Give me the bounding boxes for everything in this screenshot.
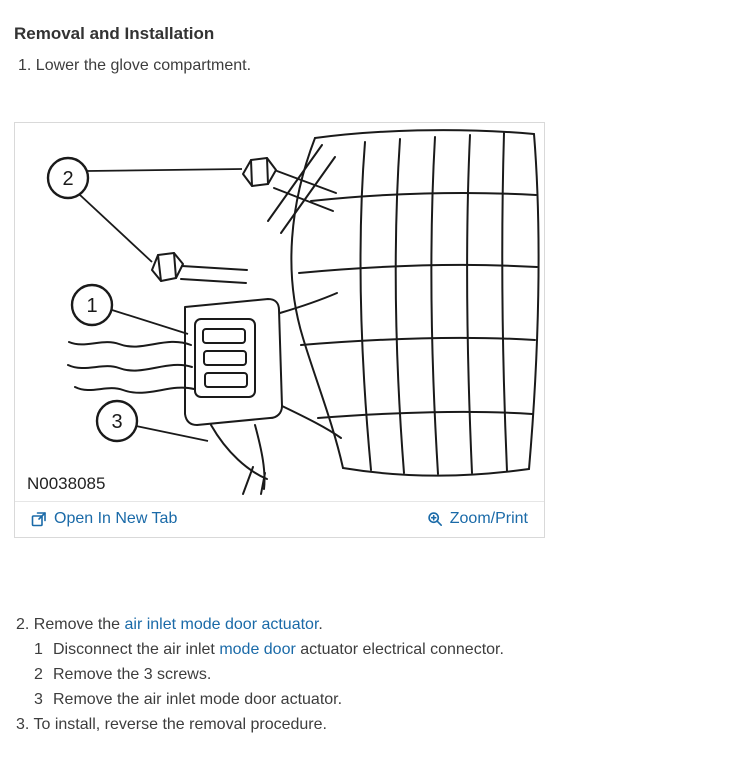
callout-circle-1 [70, 283, 114, 327]
step-2-sub-3: 3 Remove the air inlet mode door actuator… [16, 687, 735, 712]
callout-label-2: 2 [62, 168, 73, 190]
duct-and-bolts [151, 157, 337, 284]
figure-part-number: N0038085 [27, 474, 105, 493]
open-in-new-tab-label: Open In New Tab [54, 510, 178, 527]
step-3: 3. To install, reverse the removal proce… [16, 716, 327, 733]
figure-panel: 2 1 3 N0038085 Open In New Tab [14, 122, 545, 538]
callout-circle-3 [95, 399, 139, 443]
sub-1-text-pre: Disconnect the air inlet [53, 641, 220, 658]
figure-image: 2 1 3 N0038085 [27, 129, 540, 495]
step-2-sub-2: 2 Remove the 3 screws. [16, 662, 735, 687]
zoom-print-link[interactable]: Zoom/Print [427, 510, 528, 528]
sub-3-text: Remove the air inlet mode door actuator. [53, 691, 343, 708]
callout-circles [46, 156, 139, 443]
open-in-new-tab-icon [31, 512, 46, 527]
sub-3-number: 3 [34, 691, 43, 708]
sub-1-text-post: actuator electrical connector. [295, 641, 504, 658]
sub-1-number: 1 [34, 641, 43, 658]
page-content: Removal and Installation 1. Lower the gl… [14, 24, 735, 737]
callout-label-3: 3 [111, 411, 122, 433]
sub-1-link[interactable]: mode door [219, 641, 296, 658]
housing-drawing [267, 129, 540, 477]
actuator-assembly [67, 292, 342, 495]
zoom-icon [428, 512, 442, 526]
callout-leader-lines [79, 168, 243, 442]
sub-2-text: Remove the 3 screws. [53, 666, 212, 683]
page-title: Removal and Installation [14, 24, 215, 43]
zoom-print-label: Zoom/Print [449, 510, 528, 527]
step-2-link[interactable]: air inlet mode door actuator [124, 616, 319, 633]
step-2-sub-1: 1 Disconnect the air inlet mode door actu… [16, 637, 735, 662]
callout-label-1: 1 [86, 295, 97, 317]
step-2: 2. Remove the air inlet mode door actuat… [16, 612, 735, 637]
open-in-new-tab-link[interactable]: Open In New Tab [31, 510, 177, 528]
step-1: 1. Lower the glove compartment. [18, 57, 252, 74]
figure-toolbar: Open In New Tab Zoom/Print [15, 501, 544, 537]
step-2-period: . [318, 616, 323, 633]
sub-2-number: 2 [34, 666, 43, 683]
step-2-text: 2. Remove the [16, 616, 125, 633]
callout-circle-2 [46, 156, 90, 200]
instruction-steps: 2. Remove the air inlet mode door actuat… [16, 612, 735, 737]
